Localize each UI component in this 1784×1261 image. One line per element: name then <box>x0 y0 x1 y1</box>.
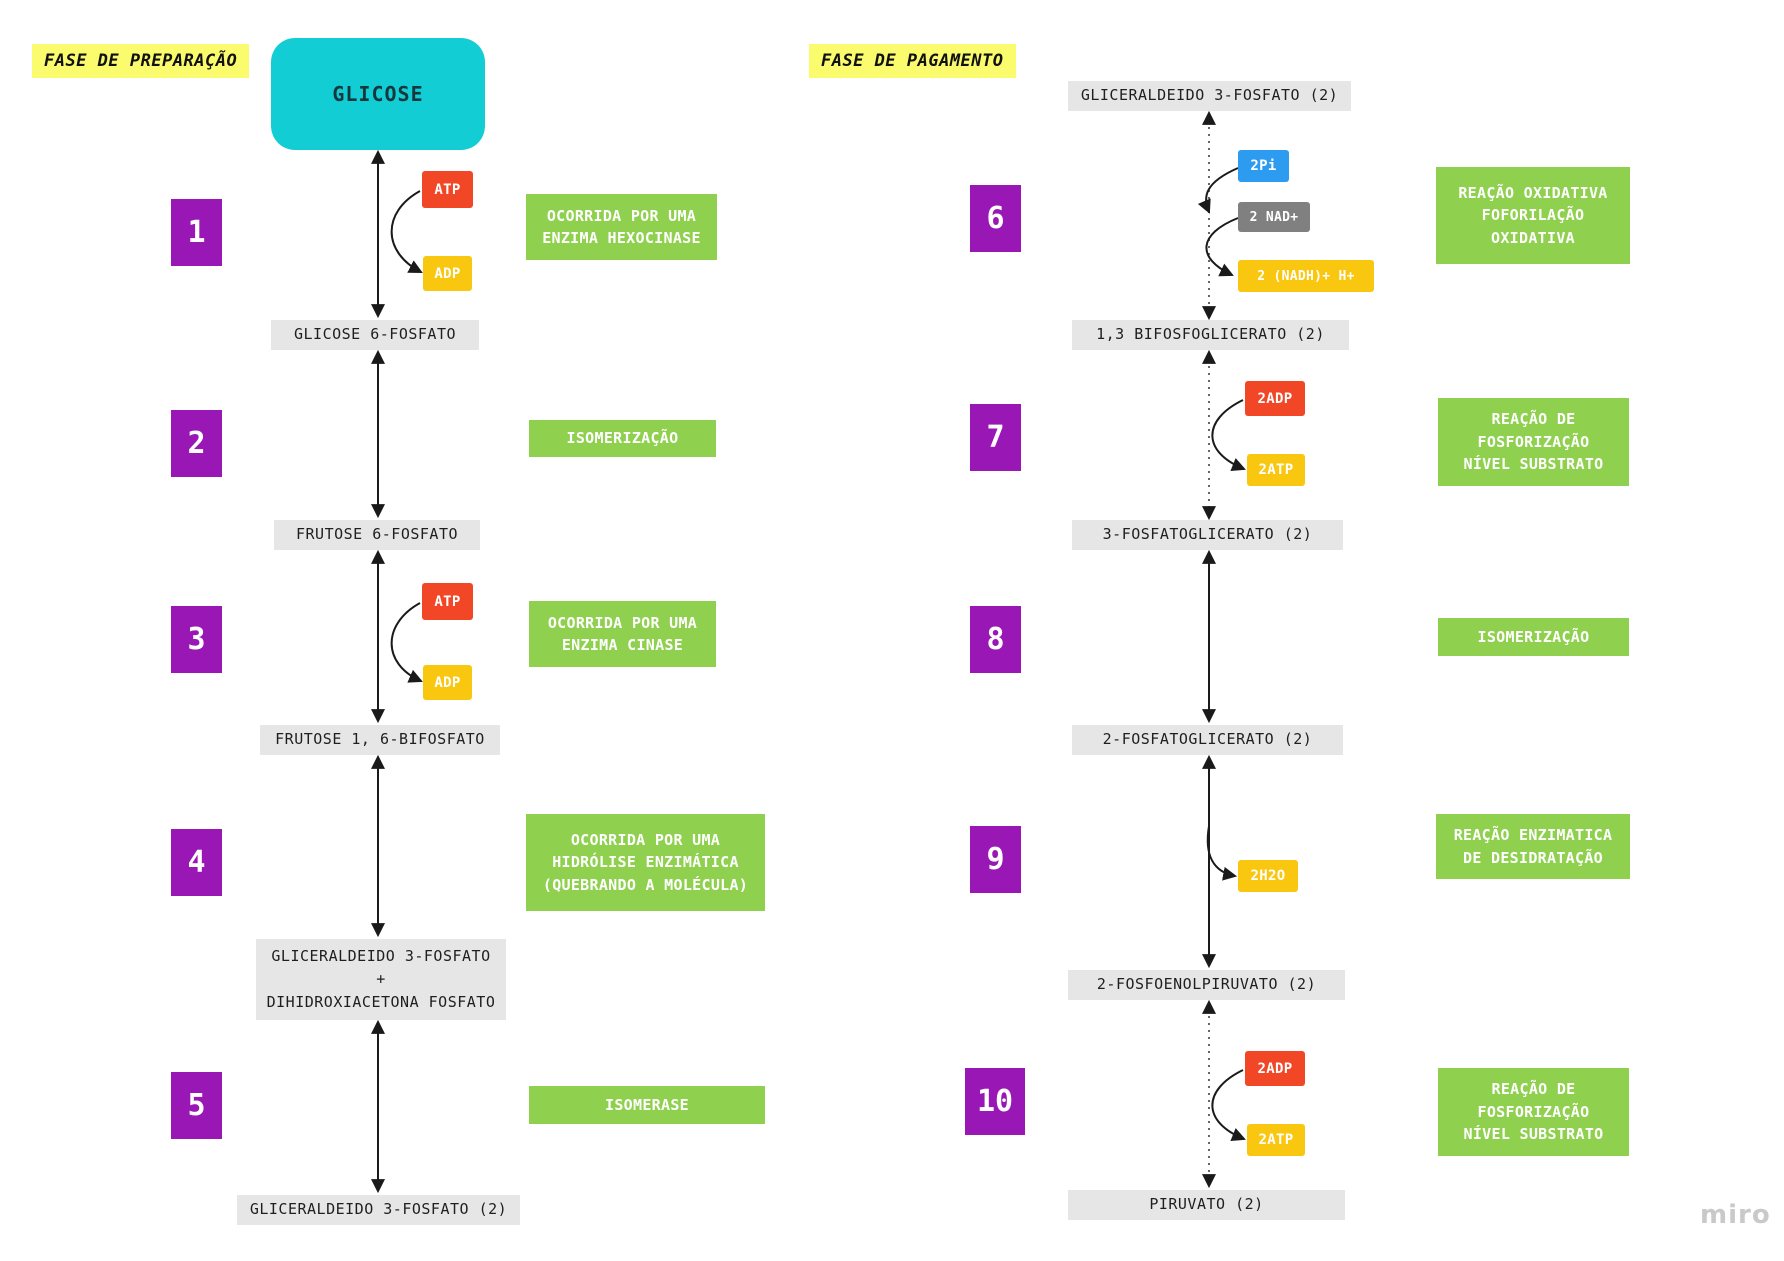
step-number-9[interactable]: 9 <box>970 826 1021 893</box>
cofactor-chip-2atp-step-7[interactable]: 2ATP <box>1247 454 1305 486</box>
note-step-2[interactable]: ISOMERIZAÇÃO <box>529 420 716 457</box>
phase-label-payment[interactable]: FASE DE PAGAMENTO <box>809 44 1016 78</box>
cofactor-chip-2adp-step-7[interactable]: 2ADP <box>1245 381 1305 416</box>
cofactor-chip-2nadh-h[interactable]: 2 (NADH)+ H+ <box>1238 260 1374 292</box>
cofactor-chip-adp-step-1[interactable]: ADP <box>423 256 472 291</box>
cofactor-arrow-step-7 <box>1211 399 1246 472</box>
node-glicose-6-fosfato[interactable]: GLICOSE 6-FOSFATO <box>271 320 479 350</box>
cofactor-chip-2adp-step-10[interactable]: 2ADP <box>1245 1051 1305 1086</box>
cofactor-chip-atp-step-3[interactable]: ATP <box>422 583 473 620</box>
cofactor-arrow-step-9 <box>1206 825 1238 881</box>
node-2-fosfoenolpiruvato[interactable]: 2-FOSFOENOLPIRUVATO (2) <box>1068 970 1345 1000</box>
node-gliceraldeido-3-fosfato-2-left[interactable]: GLICERALDEIDO 3-FOSFATO (2) <box>237 1195 520 1225</box>
note-step-9[interactable]: REAÇÃO ENZIMATICA DE DESIDRATAÇÃO <box>1436 814 1630 879</box>
cofactor-arrow-step-10 <box>1211 1069 1246 1142</box>
step-number-7[interactable]: 7 <box>970 404 1021 471</box>
note-step-6[interactable]: REAÇÃO OXIDATIVA FOFORILAÇÃO OXIDATIVA <box>1436 167 1630 264</box>
cofactor-arrow-step-3 <box>390 602 423 683</box>
cofactor-chip-atp-step-1[interactable]: ATP <box>422 171 473 208</box>
note-step-7[interactable]: REAÇÃO DE FOSFORIZAÇÃO NÍVEL SUBSTRATO <box>1438 398 1629 486</box>
step-number-2[interactable]: 2 <box>171 410 222 477</box>
step-number-4[interactable]: 4 <box>171 829 222 896</box>
phase-label-preparation[interactable]: FASE DE PREPARAÇÃO <box>32 44 250 78</box>
node-frutose-6-fosfato[interactable]: FRUTOSE 6-FOSFATO <box>274 520 480 550</box>
note-step-5[interactable]: ISOMERASE <box>529 1086 765 1124</box>
cofactor-arrow-step-1 <box>390 190 423 273</box>
cofactor-chip-2atp-step-10[interactable]: 2ATP <box>1247 1124 1305 1156</box>
node-piruvato[interactable]: PIRUVATO (2) <box>1068 1190 1345 1220</box>
note-step-4[interactable]: OCORRIDA POR UMA HIDRÓLISE ENZIMÁTICA (Q… <box>526 814 765 911</box>
step-number-3[interactable]: 3 <box>171 606 222 673</box>
note-step-8[interactable]: ISOMERIZAÇÃO <box>1438 618 1629 656</box>
note-step-1[interactable]: OCORRIDA POR UMA ENZIMA HEXOCINASE <box>526 194 717 260</box>
step-number-8[interactable]: 8 <box>970 606 1021 673</box>
node-1-3-bifosfoglicerato[interactable]: 1,3 BIFOSFOGLICERATO (2) <box>1072 320 1349 350</box>
step-number-6[interactable]: 6 <box>970 185 1021 252</box>
cofactor-arrow-step-6-pi <box>1197 167 1239 214</box>
note-step-3[interactable]: OCORRIDA POR UMA ENZIMA CINASE <box>529 601 716 667</box>
step-number-1[interactable]: 1 <box>171 199 222 266</box>
node-3-fosfatoglicerato[interactable]: 3-FOSFATOGLICERATO (2) <box>1072 520 1343 550</box>
node-gliceraldeido-dihidroxiacetona[interactable]: GLICERALDEIDO 3-FOSFATO + DIHIDROXIACETO… <box>256 939 506 1020</box>
step-number-10[interactable]: 10 <box>965 1068 1025 1135</box>
node-glicose[interactable]: GLICOSE <box>271 38 485 150</box>
cofactor-chip-adp-step-3[interactable]: ADP <box>423 665 472 700</box>
note-step-10[interactable]: REAÇÃO DE FOSFORIZAÇÃO NÍVEL SUBSTRATO <box>1438 1068 1629 1156</box>
cofactor-chip-2pi[interactable]: 2Pi <box>1238 150 1289 182</box>
cofactor-arrow-step-6-nad <box>1205 217 1239 277</box>
node-gliceraldeido-3-fosfato-2-right[interactable]: GLICERALDEIDO 3-FOSFATO (2) <box>1068 81 1351 111</box>
node-2-fosfatoglicerato[interactable]: 2-FOSFATOGLICERATO (2) <box>1072 725 1343 755</box>
cofactor-chip-2nad[interactable]: 2 NAD+ <box>1238 202 1310 232</box>
node-frutose-1-6-bifosfato[interactable]: FRUTOSE 1, 6-BIFOSFATO <box>260 725 500 755</box>
cofactor-chip-2h2o[interactable]: 2H2O <box>1238 860 1298 892</box>
step-number-5[interactable]: 5 <box>171 1072 222 1139</box>
miro-logo[interactable]: miro <box>1700 1200 1771 1230</box>
